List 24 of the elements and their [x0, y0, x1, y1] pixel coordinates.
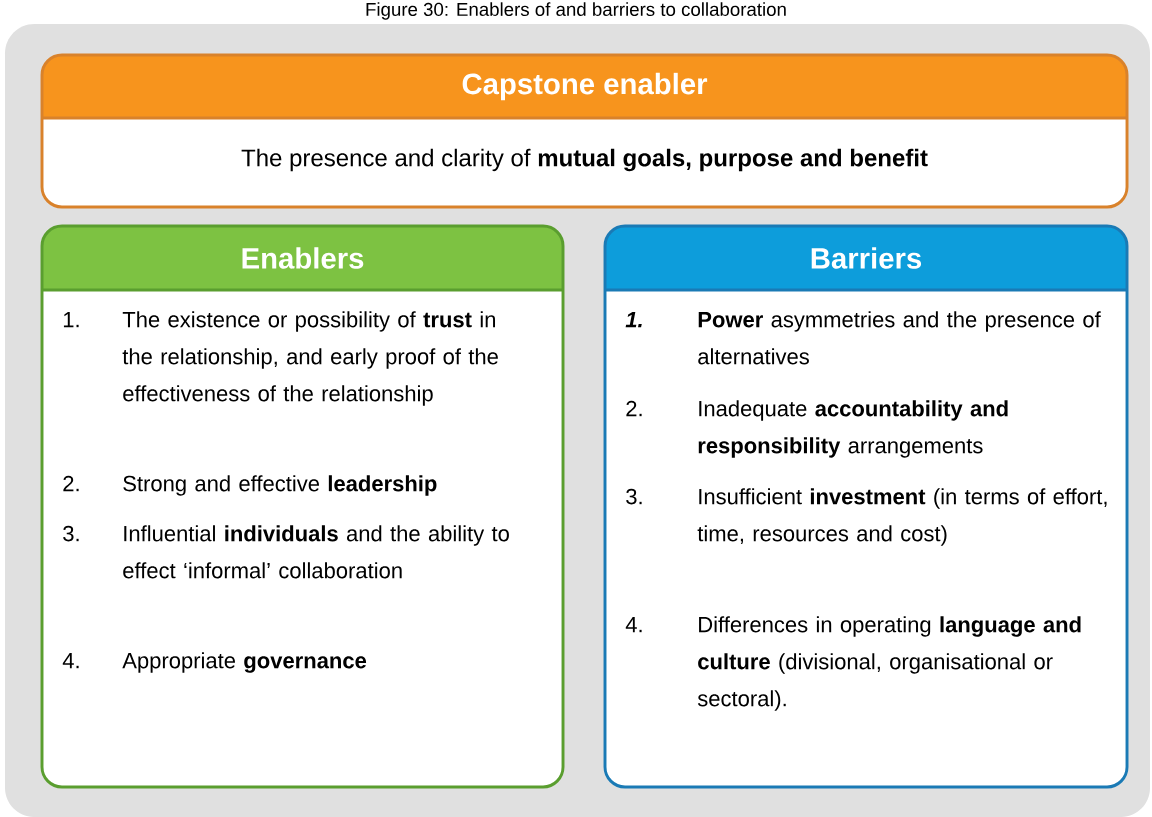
list-item: Differences in operating language and culture (divisional, organisational or sectoral). [697, 616, 1081, 711]
list-item: Influential individuals and the ability to effect ‘informal’ collaboration [123, 525, 509, 579]
item-number: 2. [626, 400, 642, 417]
text-panel [40, 224, 565, 789]
panel-heading: Barriers [811, 247, 922, 269]
item-number: 1. [625, 312, 642, 328]
list-item: Strong and effective leadership [123, 475, 437, 496]
text-panel [40, 53, 1129, 209]
item-number: 3. [63, 525, 79, 542]
item-number: 4. [625, 617, 642, 633]
item-number: 2. [63, 475, 79, 492]
list-item: Insufficient investment (in terms of effort, time, resources and cost) [697, 488, 1107, 546]
item-number: 3. [626, 488, 642, 505]
panel-heading: Enablers [242, 247, 364, 269]
figure-title: Figure 30: Enablers of and barriers to collaboration [366, 2, 786, 20]
item-number: 4. [62, 653, 79, 669]
panel-heading: Capstone enabler [462, 72, 708, 101]
list-item: The existence or possibility of trust in the relationship, and early proof of the effectiveness of the relationship [122, 311, 498, 406]
item-number: 1. [63, 312, 79, 328]
text-panel [603, 224, 1129, 789]
list-item: Inadequate accountability and responsibility arrangements [698, 400, 1008, 458]
list-item: Appropriate governance [122, 652, 367, 673]
statement-text: The presence and clarity of mutual goals, purpose and benefit [241, 148, 928, 172]
list-item: Power asymmetries and the presence of alternatives [698, 311, 1101, 365]
